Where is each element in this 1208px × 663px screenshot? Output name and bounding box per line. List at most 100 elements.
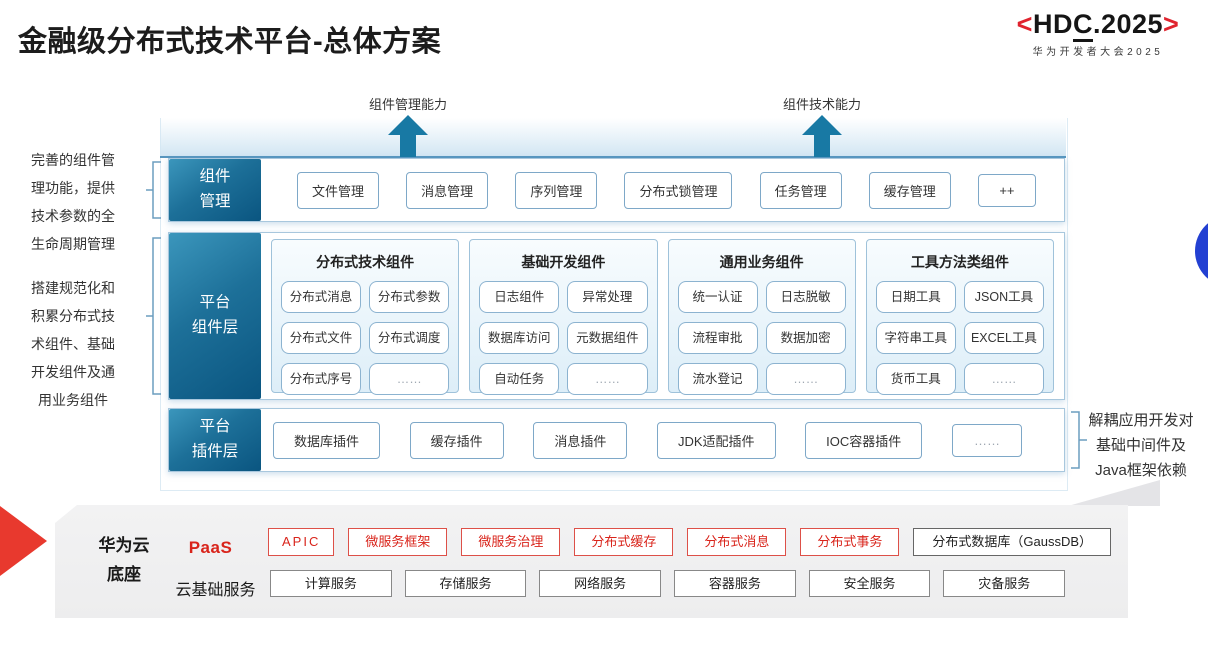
manage-item-box: 缓存管理: [868, 171, 951, 209]
row-label-line: 平台: [199, 294, 231, 312]
row-label-platform-components: 平台 组件层: [169, 233, 261, 399]
cloud-services-row: 计算服务存储服务网络服务容器服务安全服务灾备服务: [270, 570, 1066, 597]
component-columns: 分布式技术组件 分布式消息分布式参数分布式文件分布式调度分布式序号…… 基础开发…: [271, 239, 1054, 395]
diagram-top-band: [160, 118, 1066, 158]
component-item-box: ……: [765, 363, 846, 395]
up-arrow-stem: [400, 135, 416, 157]
manage-item-box: 文件管理: [297, 171, 380, 209]
plugin-items: 数据库插件缓存插件消息插件 JDK适配插件 IOC容器插件 ……: [273, 409, 1022, 471]
component-item-box: 日期工具: [875, 281, 956, 313]
component-item-box: ……: [963, 363, 1044, 395]
paas-service-box: 微服务治理: [461, 528, 561, 556]
page-title: 金融级分布式技术平台-总体方案: [18, 26, 442, 58]
row-label-line: 组件层: [191, 319, 239, 336]
foundation-label-line: 华为云: [98, 536, 150, 555]
plugin-item-box: ……: [951, 423, 1022, 457]
component-item-box: 数据加密: [765, 322, 846, 354]
hdc-text-hd: HD: [1032, 9, 1073, 39]
column-items: 统一认证日志脱敏流程审批数据加密流水登记……: [677, 281, 846, 395]
plugin-item-box: 消息插件: [533, 421, 628, 459]
cloud-service-box: 灾备服务: [943, 570, 1066, 597]
plugin-item-box: 缓存插件: [409, 421, 504, 459]
platform-components-row: 平台 组件层 分布式技术组件 分布式消息分布式参数分布式文件分布式调度分布式序号…: [168, 232, 1065, 400]
component-item-box: 流水登记: [677, 363, 758, 395]
cloud-service-box: 网络服务: [539, 570, 662, 597]
manage-item-box: 序列管理: [515, 171, 598, 209]
hdc-text-c: C: [1072, 9, 1093, 42]
component-item-box: 统一认证: [677, 281, 758, 313]
component-item-box: 货币工具: [875, 363, 956, 395]
manage-item-box: 分布式锁管理: [624, 171, 733, 209]
paas-service-box: 分布式缓存: [574, 528, 674, 556]
component-item-box: 异常处理: [567, 281, 648, 313]
manage-item-box: ++: [977, 173, 1036, 207]
component-item-box: 流程审批: [677, 322, 758, 354]
cloud-service-box: 计算服务: [270, 570, 392, 597]
column-items: 日志组件异常处理数据库访问元数据组件自动任务……: [479, 281, 648, 395]
component-item-box: 日志组件: [479, 281, 560, 313]
paas-services-row: APIC 微服务框架微服务治理分布式缓存分布式消息分布式事务 分布式数据库（Gau…: [268, 528, 1112, 556]
huawei-cloud-foundation-slab: [55, 505, 1128, 618]
platform-plugins-row: 平台 插件层 数据库插件缓存插件消息插件 JDK适配插件 IOC容器插件 ……: [168, 408, 1065, 472]
left-note-manage: 完善的组件管理功能，提供技术参数的全生命周期管理: [31, 152, 115, 252]
paas-service-list: APIC 微服务框架微服务治理分布式缓存分布式消息分布式事务: [268, 528, 900, 556]
component-item-box: 分布式序号: [281, 363, 362, 395]
component-item-box: 日志脱敏: [765, 281, 846, 313]
component-item-box: 数据库访问: [479, 322, 560, 354]
column-header: 工具方法类组件: [910, 254, 1009, 270]
component-item-box: 分布式调度: [369, 322, 450, 354]
capability-tech: 组件技术能力: [762, 94, 882, 157]
hdc-subtitle: 华为开发者大会2025: [1032, 47, 1164, 59]
left-bracket-components: [146, 237, 161, 395]
column-basic-dev: 基础开发组件 日志组件异常处理数据库访问元数据组件自动任务……: [469, 239, 658, 395]
row-label-line: 管理: [199, 193, 231, 210]
left-bracket-manage: [146, 161, 161, 219]
left-note-components: 搭建规范化和积累分布式技术组件、基础开发组件及通用业务组件: [31, 280, 115, 408]
column-distributed-tech: 分布式技术组件 分布式消息分布式参数分布式文件分布式调度分布式序号……: [271, 239, 460, 395]
column-header: 分布式技术组件: [316, 254, 415, 270]
cloud-service-box: 存储服务: [404, 570, 527, 597]
plugin-item-box: 数据库插件: [273, 421, 381, 459]
slab-corner-bevel: [1068, 480, 1160, 506]
component-manage-row: 组件 管理 文件管理消息管理序列管理分布式锁管理任务管理缓存管理 ++: [168, 158, 1065, 222]
column-header: 通用业务组件: [719, 254, 804, 270]
component-item-box: 元数据组件: [567, 322, 648, 354]
paas-service-box: APIC: [268, 528, 335, 556]
right-bracket-plugins: [1071, 411, 1087, 469]
manage-item-box: 任务管理: [759, 171, 842, 209]
gaussdb-box: 分布式数据库（GaussDB）: [913, 528, 1112, 556]
paas-service-box: 分布式消息: [687, 528, 787, 556]
cloud-service-box: 容器服务: [674, 570, 796, 597]
up-arrow-icon: [388, 115, 428, 135]
plugin-item-box: IOC容器插件: [805, 421, 923, 459]
component-item-box: 分布式参数: [369, 281, 450, 313]
component-item-box: EXCEL工具: [963, 322, 1044, 354]
manage-items: 文件管理消息管理序列管理分布式锁管理任务管理缓存管理 ++: [297, 159, 1036, 221]
row-label-line: 插件层: [191, 443, 239, 460]
row-label-component-manage: 组件 管理: [169, 159, 261, 221]
cloud-service-box: 安全服务: [808, 570, 931, 597]
foundation-label-line: 底座: [107, 564, 141, 584]
component-item-box: ……: [369, 363, 450, 395]
paas-label: PaaS: [188, 538, 233, 557]
hdc-logo: <HDC.2025> 华为开发者大会2025: [994, 8, 1202, 58]
plugin-item-box: JDK适配插件: [656, 421, 776, 459]
right-note-decoupling: 解耦应用开发对基础中间件及Java框架依赖: [1088, 412, 1194, 479]
red-arrow-icon: [0, 506, 47, 576]
cloud-basic-services-label: 云基础服务: [175, 582, 256, 599]
paas-service-box: 微服务框架: [348, 528, 448, 556]
blue-circle-decoration: [1195, 215, 1208, 287]
hdc-text-year: .2025: [1092, 9, 1164, 39]
row-label-line: 组件: [199, 168, 231, 186]
component-item-box: 自动任务: [479, 363, 560, 395]
paas-service-box: 分布式事务: [800, 528, 900, 556]
row-label-line: 平台: [199, 418, 231, 436]
column-items: 分布式消息分布式参数分布式文件分布式调度分布式序号……: [281, 281, 450, 395]
hdc-left-angle: <: [1016, 9, 1033, 39]
row-label-platform-plugins: 平台 插件层: [169, 409, 261, 471]
hdc-wordmark: <HDC.2025>: [994, 8, 1202, 42]
manage-item-box: 消息管理: [406, 171, 489, 209]
